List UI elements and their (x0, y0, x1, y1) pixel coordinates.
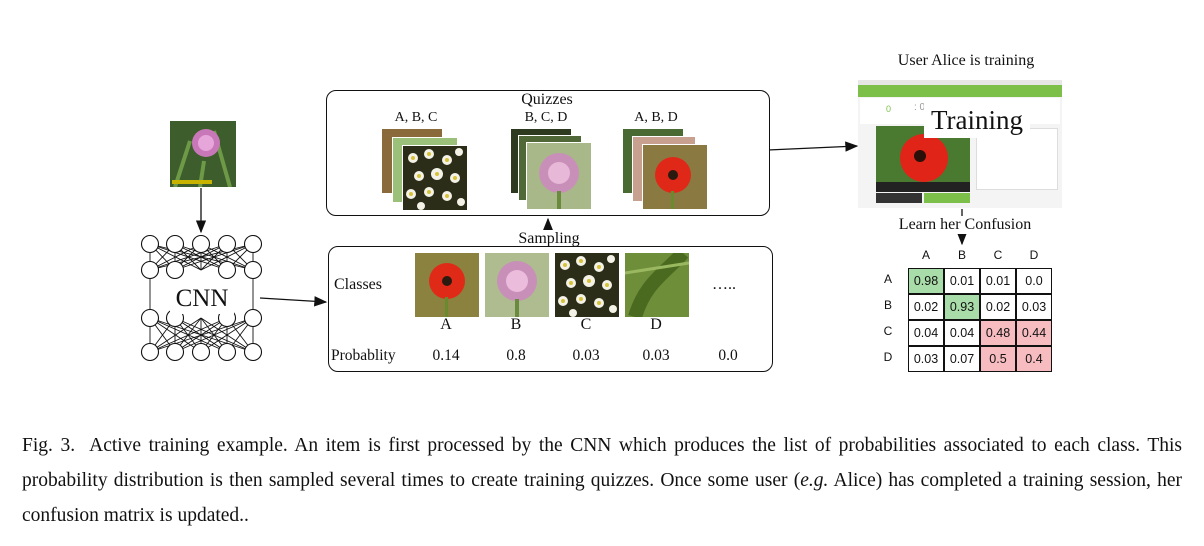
cm-cell: 0.04 (944, 320, 980, 346)
quiz-group-label-3: A, B, D (634, 110, 678, 125)
prob-rest: 0.0 (718, 347, 738, 364)
cnn-neuron (165, 342, 185, 362)
cm-col-header: A (921, 248, 930, 262)
quizzes-title: Quizzes (521, 91, 573, 108)
cnn-edge (174, 243, 254, 271)
cm-row-header: A (883, 272, 892, 286)
cnn-neuron (140, 234, 160, 254)
classes-box (328, 246, 773, 372)
arrow-cnn-to-classes (259, 296, 328, 307)
cnn-neuron (140, 260, 160, 280)
cm-cell: 0.03 (1016, 294, 1052, 320)
cnn-nodes (140, 234, 263, 362)
cnn-edge (174, 317, 254, 353)
class-name-c: C (580, 316, 592, 333)
cnn-neuron (140, 308, 160, 328)
cnn-edge (149, 243, 202, 271)
cnn-neuron (165, 260, 185, 280)
cm-cell: 0.93 (944, 294, 980, 320)
cm-cell: 0.03 (908, 346, 944, 372)
cm-col-header: D (1029, 248, 1039, 262)
class-ellipsis: ….. (712, 276, 736, 293)
class-image-a (414, 252, 480, 318)
class-image-c (554, 252, 620, 318)
probability-label: Probablity (331, 347, 396, 364)
cnn-edge (149, 243, 228, 271)
cm-row-header: C (883, 324, 893, 338)
quiz-group-label-1: A, B, C (394, 110, 438, 125)
cm-col-header: B (957, 248, 966, 262)
class-image-d (624, 252, 690, 318)
prob-a: 0.14 (432, 347, 460, 364)
cm-cell: 0.04 (908, 320, 944, 346)
quiz-card-poppy (642, 144, 708, 210)
cm-cell: 0.02 (980, 294, 1016, 320)
cm-row-header: B (883, 298, 892, 312)
cm-cell: 0.01 (980, 268, 1016, 294)
cm-cell: 0.07 (944, 346, 980, 372)
cnn-edge (200, 317, 254, 353)
cm-cell: 0.98 (908, 268, 944, 294)
cm-cell: 0.02 (908, 294, 944, 320)
cnn-neuron (243, 234, 263, 254)
sampling-label: Sampling (508, 230, 590, 248)
arrow-quizzes-to-training (767, 141, 859, 152)
cnn-edge (149, 317, 228, 353)
class-name-a: A (440, 316, 452, 333)
cnn-neuron (217, 342, 237, 362)
cm-cell: 0.44 (1016, 320, 1052, 346)
cnn-neuron (191, 234, 211, 254)
cm-col-header: C (993, 248, 1003, 262)
prob-c: 0.03 (572, 347, 600, 364)
caption-text-2: Alice) has completed a training session,… (22, 470, 1183, 526)
confusion-label: Learn her Confusion (880, 216, 1050, 234)
training-title: User Alice is training (897, 52, 1035, 69)
caption-eg: e.g. (800, 470, 829, 491)
prob-b: 0.8 (506, 347, 526, 364)
cnn-neuron (217, 234, 237, 254)
classes-label: Classes (334, 276, 382, 293)
cm-cell: 0.48 (980, 320, 1016, 346)
class-name-d: D (650, 316, 662, 333)
caption-text-1: Active training example. An item is firs… (22, 435, 1182, 491)
cm-cell: 0.4 (1016, 346, 1052, 372)
cm-row-header: D (883, 350, 893, 364)
training-overlay-label: Training (924, 102, 1030, 138)
cnn-neuron (191, 342, 211, 362)
quiz-card-daisy (402, 145, 468, 211)
cnn-label: CNN (170, 284, 234, 314)
cnn-neuron (140, 342, 160, 362)
class-name-b: B (510, 316, 522, 333)
cnn-neuron (165, 234, 185, 254)
cnn-neuron (243, 308, 263, 328)
figure-caption: Fig. 3. Active training example. An item… (22, 428, 1182, 533)
quiz-group-label-2: B, C, D (524, 110, 568, 125)
cnn-edge (149, 317, 254, 353)
quiz-card-clover (526, 142, 592, 210)
cm-cell: 0.01 (944, 268, 980, 294)
cm-cell: 0.0 (1016, 268, 1052, 294)
cm-cell: 0.5 (980, 346, 1016, 372)
class-image-b (484, 252, 550, 318)
caption-fig-label: Fig. 3. (22, 435, 76, 456)
prob-d: 0.03 (642, 347, 670, 364)
cnn-neuron (243, 260, 263, 280)
cnn-neuron (217, 260, 237, 280)
cnn-edge (149, 317, 202, 353)
cnn-edge (200, 243, 254, 271)
training-app-screenshot: 0 : 04 (858, 80, 1062, 208)
cnn-neuron (243, 342, 263, 362)
input-image (169, 120, 237, 188)
